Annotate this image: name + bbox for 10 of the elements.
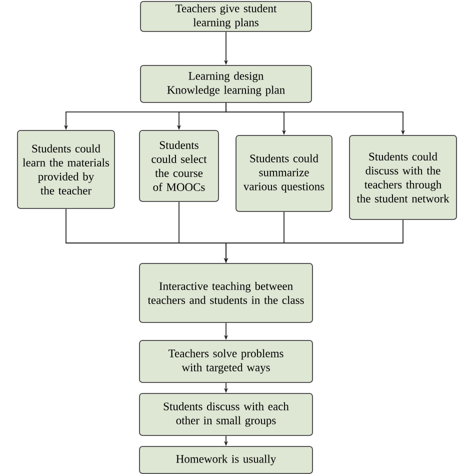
process-box: Teachers solve problems with targeted ways (139, 340, 313, 383)
process-box: Learning design Knowledge learning plan (140, 65, 312, 103)
process-box: Students could learn the materials provided by the teacher (17, 130, 115, 209)
process-box: Students could discuss with the teachers through the student network (349, 135, 457, 220)
process-box: Interactive teaching between teachers and students in the class (139, 263, 313, 323)
process-box: Homework is usually (139, 446, 313, 474)
process-box: Students discuss with each other in small groups (139, 393, 313, 436)
process-box: Students could summarize various questions (236, 135, 332, 212)
process-box: Students could select the course of MOOCs (139, 130, 219, 202)
process-box: Teachers give student learning plans (140, 1, 312, 32)
